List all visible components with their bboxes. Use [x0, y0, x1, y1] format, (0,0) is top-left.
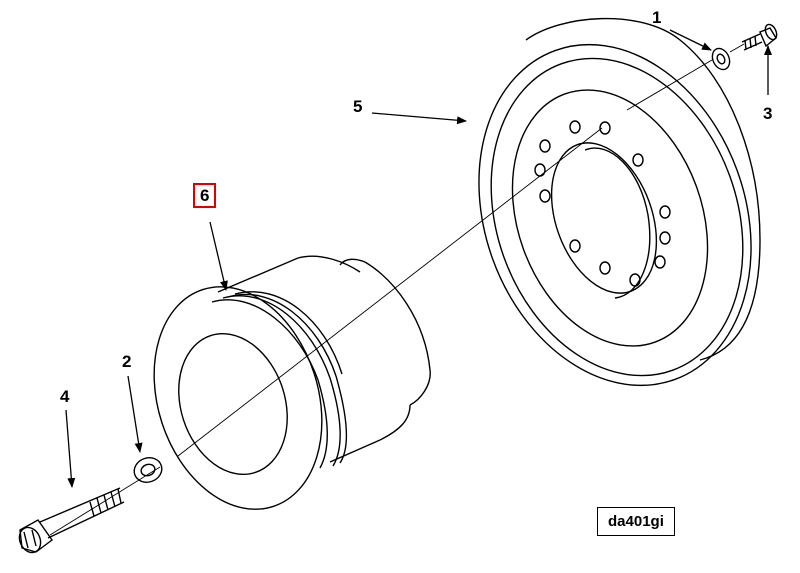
callout-1-arrow	[669, 29, 712, 51]
assembly-axis-line	[49, 43, 745, 536]
callout-4: 4	[60, 387, 70, 406]
pulley-bolt-holes	[534, 120, 671, 287]
part-3-bolt	[741, 23, 778, 51]
callout-4-arrow	[65, 409, 76, 488]
part-4-bolt	[18, 487, 125, 554]
part-2-washer	[133, 457, 163, 483]
callout-5: 5	[353, 97, 363, 116]
callout-3: 3	[763, 104, 773, 123]
callout-2-arrow	[127, 375, 143, 453]
callout-6-highlighted: 6	[193, 183, 217, 208]
reference-code: da401gi	[597, 507, 675, 536]
part-1-washer	[711, 47, 731, 71]
callout-1: 1	[652, 8, 662, 27]
part-5-pulley	[478, 17, 761, 387]
part-6-hub	[153, 255, 431, 510]
callout-2: 2	[122, 352, 132, 371]
callout-5-arrow	[371, 112, 467, 125]
callout-6-arrow	[209, 221, 228, 291]
